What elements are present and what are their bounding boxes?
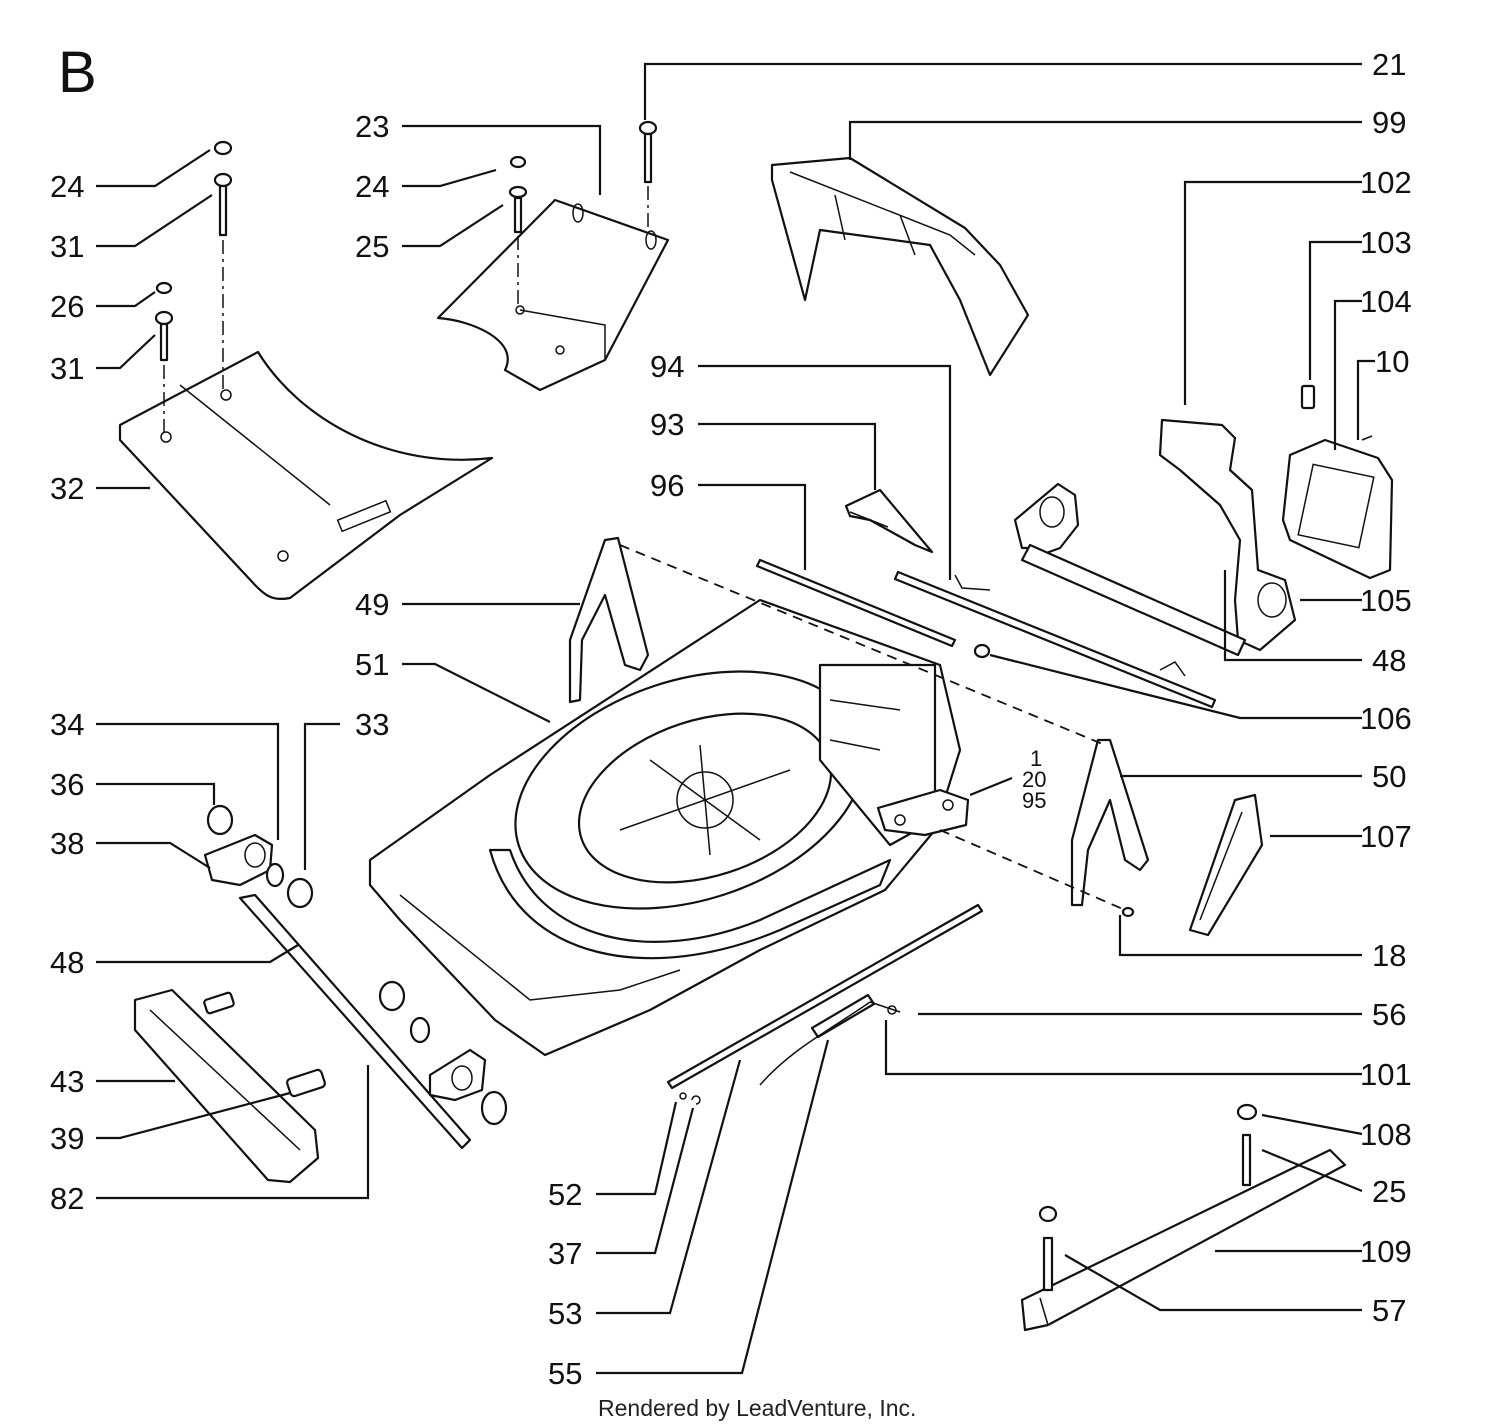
callout-105: 105 bbox=[1360, 583, 1412, 618]
callout-21: 21 bbox=[1372, 47, 1406, 82]
callout-32: 32 bbox=[50, 471, 84, 506]
part-small-bracket bbox=[844, 488, 934, 554]
callout-101: 101 bbox=[1360, 1057, 1412, 1092]
callout-82: 82 bbox=[50, 1181, 84, 1216]
part-rear-bar bbox=[1020, 1103, 1347, 1332]
callout-24-center: 24 bbox=[355, 169, 389, 204]
part-wheel-adjuster-right bbox=[378, 980, 508, 1126]
callout-37: 37 bbox=[548, 1236, 582, 1271]
callout-34: 34 bbox=[50, 707, 84, 742]
part-cable-spring bbox=[666, 903, 984, 1090]
part-upper-plate bbox=[436, 120, 670, 392]
part-front-bumper bbox=[133, 988, 326, 1184]
callout-107: 107 bbox=[1360, 819, 1412, 854]
callout-26: 26 bbox=[50, 289, 84, 324]
callout-33: 33 bbox=[355, 707, 389, 742]
callout-39: 39 bbox=[50, 1121, 84, 1156]
callout-95: 95 bbox=[1022, 788, 1046, 813]
callout-106: 106 bbox=[1360, 701, 1412, 736]
footer-credit: Rendered by LeadVenture, Inc. bbox=[598, 1395, 916, 1421]
leader-lines bbox=[96, 62, 1375, 1375]
part-washer-18 bbox=[1121, 906, 1135, 918]
callout-10: 10 bbox=[1375, 344, 1409, 379]
callout-labels: 21 99 102 103 104 10 105 48 106 50 107 1… bbox=[50, 47, 1412, 1391]
part-deflector-hood bbox=[770, 156, 1030, 377]
callout-36: 36 bbox=[50, 767, 84, 802]
callout-56: 56 bbox=[1372, 997, 1406, 1032]
part-rear-plate bbox=[118, 350, 494, 600]
callout-43: 43 bbox=[50, 1064, 84, 1099]
part-side-panel bbox=[1188, 793, 1264, 937]
callout-48-left: 48 bbox=[50, 945, 84, 980]
callout-23: 23 bbox=[355, 109, 389, 144]
part-mower-deck bbox=[368, 598, 962, 1057]
callout-102: 102 bbox=[1360, 165, 1412, 200]
callout-104: 104 bbox=[1360, 284, 1412, 319]
callout-1: 1 bbox=[1030, 746, 1042, 771]
callout-31-lower: 31 bbox=[50, 351, 84, 386]
part-handle-bracket bbox=[1013, 418, 1297, 657]
callout-49: 49 bbox=[355, 587, 389, 622]
callout-53: 53 bbox=[548, 1296, 582, 1331]
callout-93: 93 bbox=[650, 407, 684, 442]
part-rods bbox=[755, 558, 1217, 709]
callout-24-left: 24 bbox=[50, 169, 84, 204]
callout-38: 38 bbox=[50, 826, 84, 861]
part-adjust-plate bbox=[876, 788, 970, 837]
assembly-line-lower bbox=[939, 829, 1126, 911]
callout-31-upper: 31 bbox=[50, 229, 84, 264]
callout-51: 51 bbox=[355, 647, 389, 682]
callout-48-right: 48 bbox=[1372, 643, 1406, 678]
part-side-brackets bbox=[568, 536, 1150, 907]
callout-94: 94 bbox=[650, 349, 684, 384]
callout-55: 55 bbox=[548, 1356, 582, 1391]
callout-96: 96 bbox=[650, 468, 684, 503]
part-bolts-left bbox=[154, 140, 233, 435]
callout-25-right: 25 bbox=[1372, 1174, 1406, 1209]
callout-50: 50 bbox=[1372, 759, 1406, 794]
part-cover-box bbox=[1281, 384, 1394, 580]
callout-57: 57 bbox=[1372, 1293, 1406, 1328]
callout-20: 20 bbox=[1022, 767, 1046, 792]
callout-109: 109 bbox=[1360, 1234, 1412, 1269]
callout-18: 18 bbox=[1372, 938, 1406, 973]
part-wheel-adjuster bbox=[203, 804, 472, 1150]
callout-25-center: 25 bbox=[355, 229, 389, 264]
callout-52: 52 bbox=[548, 1177, 582, 1212]
section-letter: B bbox=[58, 40, 97, 105]
part-clip-52 bbox=[679, 1092, 687, 1100]
callout-108: 108 bbox=[1360, 1117, 1412, 1152]
callout-103: 103 bbox=[1360, 225, 1412, 260]
part-clip-37 bbox=[691, 1095, 701, 1105]
callout-99: 99 bbox=[1372, 105, 1406, 140]
assembly-line-upper bbox=[619, 544, 1106, 746]
